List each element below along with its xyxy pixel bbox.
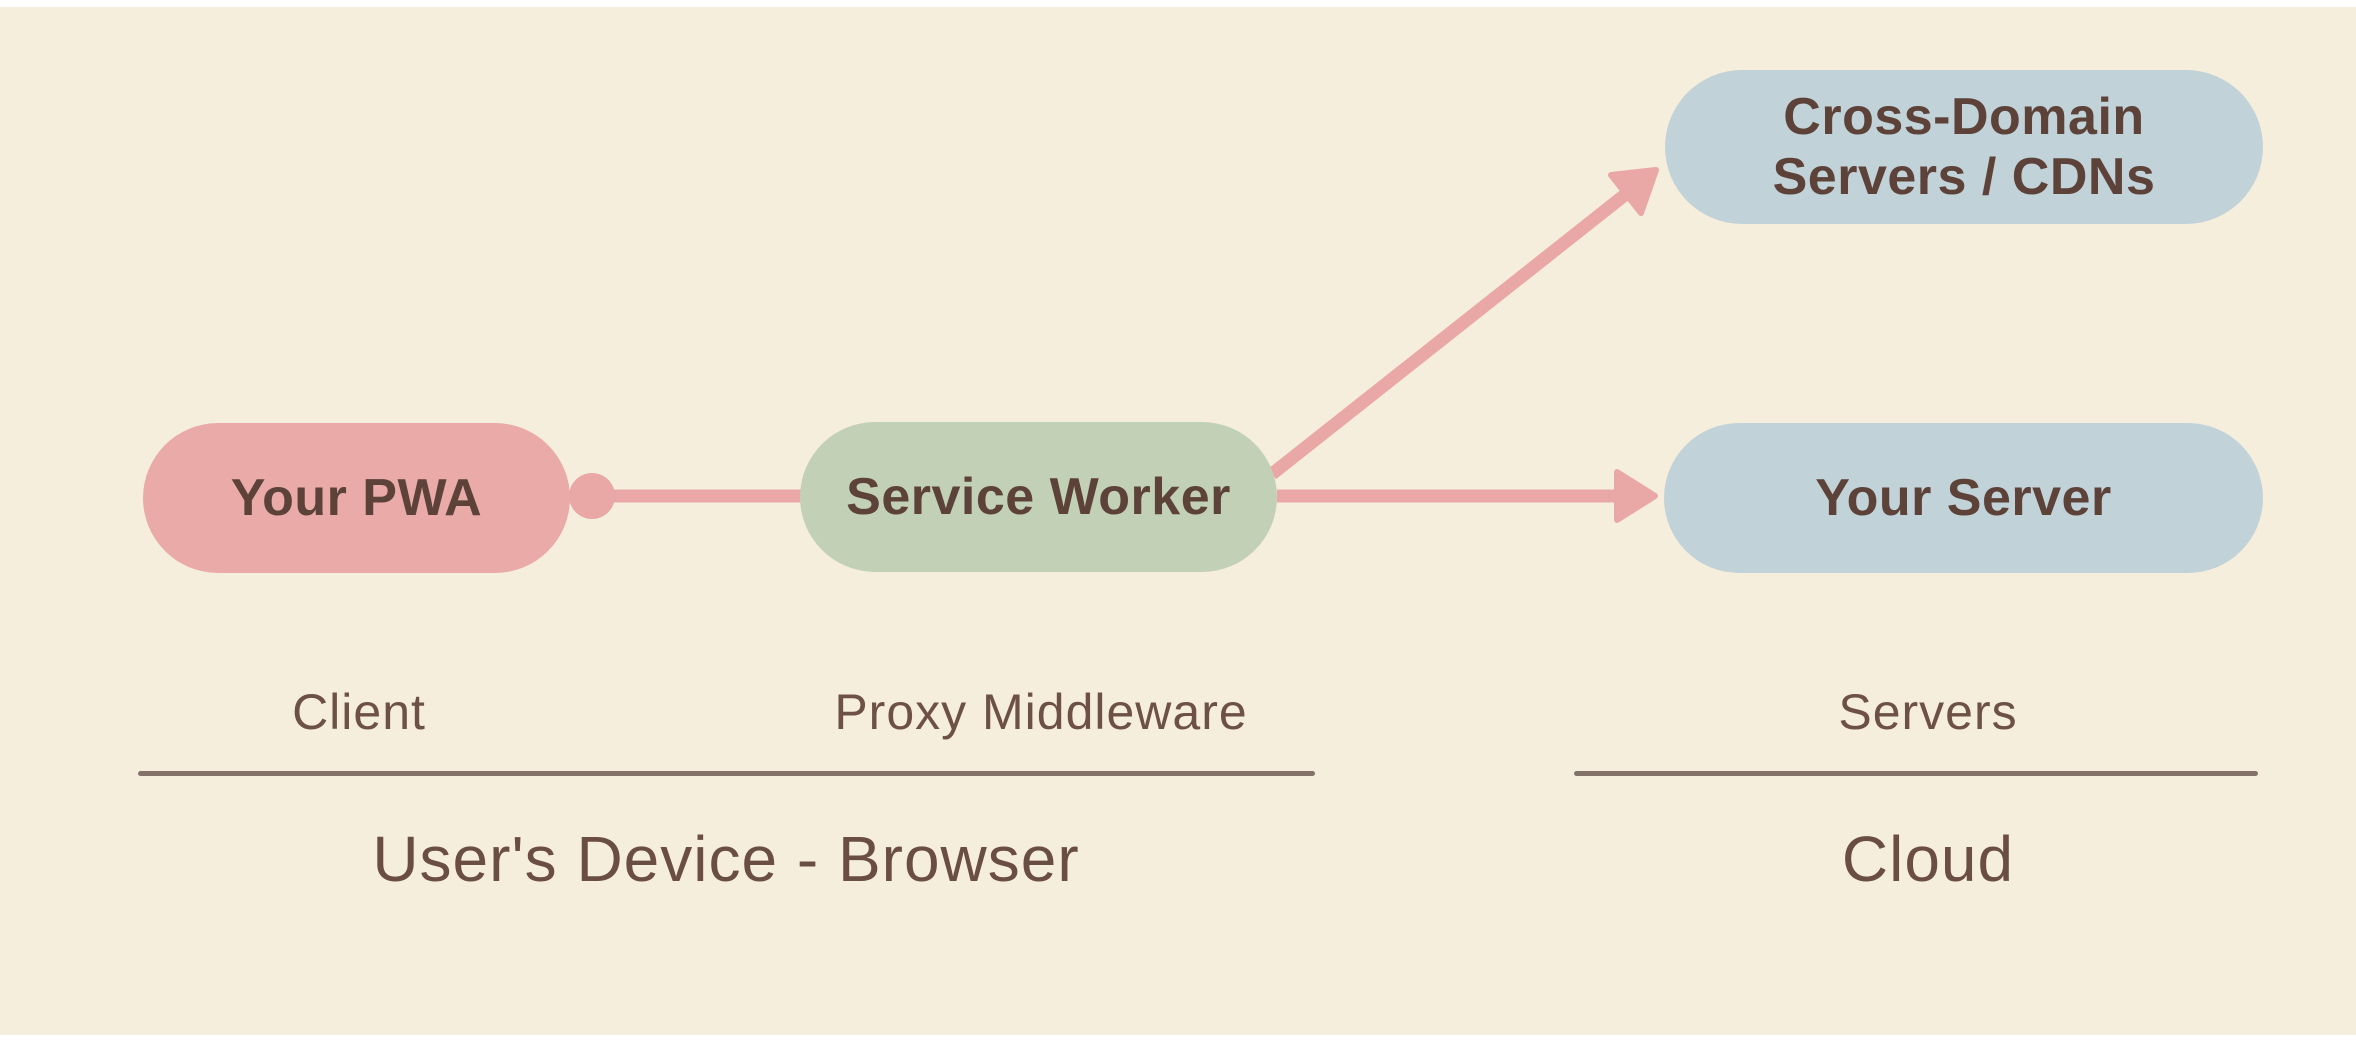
service-worker-to-your-server-arrow xyxy=(1277,469,1658,523)
role-label-servers: Servers xyxy=(1838,684,2018,740)
node-cross-domain-label-line2: Servers / CDNs xyxy=(1772,148,2156,206)
node-service-worker: Service Worker xyxy=(800,422,1277,572)
top-edge-strip xyxy=(0,0,2356,7)
node-cross-domain-servers: Cross-Domain Servers / CDNs xyxy=(1665,70,2263,224)
group-title-users-device: User's Device - Browser xyxy=(372,823,1080,895)
node-your-server-label: Your Server xyxy=(1815,469,2112,527)
node-your-pwa-label: Your PWA xyxy=(230,469,483,527)
group-rule-left xyxy=(138,771,1315,776)
role-label-proxy-middleware: Proxy Middleware xyxy=(834,684,1248,740)
node-your-pwa: Your PWA xyxy=(143,423,570,573)
node-cross-domain-label-line1: Cross-Domain xyxy=(1783,87,2145,146)
node-your-server: Your Server xyxy=(1664,423,2263,573)
bottom-edge-strip xyxy=(0,1035,2356,1042)
group-title-cloud: Cloud xyxy=(1841,823,2015,895)
group-rule-right xyxy=(1574,771,2258,776)
pwa-connector-dot xyxy=(569,473,615,519)
role-label-client: Client xyxy=(292,684,426,740)
node-service-worker-label: Service Worker xyxy=(846,468,1231,526)
service-worker-to-cross-domain-arrow xyxy=(1267,167,1659,480)
